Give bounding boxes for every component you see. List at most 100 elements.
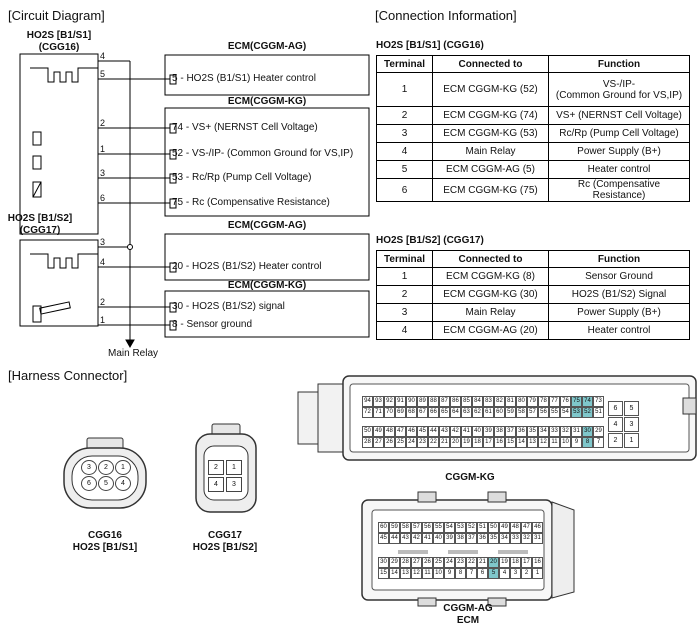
cggm-ag-pin: 28	[400, 557, 411, 568]
cggm-ag-pin: 3	[510, 568, 521, 579]
cgg16-pin: 4	[115, 476, 131, 491]
table-row: 2 ECM CGGM-KG (30) HO2S (B1/S2) Signal	[376, 285, 690, 304]
cell-connected: ECM CGGM-KG (53)	[432, 124, 549, 143]
cggm-kg-pin: 46	[406, 426, 417, 437]
wire-pin-s1-2: 2	[100, 118, 106, 128]
table-row: 3 Main Relay Power Supply (B+)	[376, 303, 690, 322]
cggm-kg-pin: 81	[505, 396, 516, 407]
cggm-ag-pin: 11	[422, 568, 433, 579]
cggm-ag-label-code: CGGM-AG	[443, 603, 493, 614]
wire-pin-s2-3: 3	[100, 237, 106, 247]
cggm-kg-pin: 40	[472, 426, 483, 437]
ecm-kg-box-2	[164, 290, 370, 338]
cggm-ag-pin: 25	[433, 557, 444, 568]
cggm-ag-pin: 35	[488, 533, 499, 544]
ho2s-b1s2-box	[19, 239, 99, 327]
signal-heater-s2: 20 - HO2S (B1/S2) Heater control	[172, 261, 322, 272]
cggm-ag-pin: 1	[532, 568, 543, 579]
signal-sensor-ground: 8 - Sensor ground	[172, 319, 253, 330]
cggm-ag-pin: 7	[466, 568, 477, 579]
table-header-row: Terminal Connected to Function	[376, 55, 690, 73]
header-connected-to: Connected to	[432, 55, 549, 73]
cggm-kg-pin: 23	[417, 437, 428, 448]
cggm-ag-pin: 49	[499, 522, 510, 533]
cggm-kg-pin: 26	[384, 437, 395, 448]
heater-s2-symbol	[30, 253, 98, 269]
signal-rc: 75 - Rc (Compensative Resistance)	[172, 197, 330, 208]
ecm-ag-box-1	[164, 54, 370, 96]
table-row: 2 ECM CGGM-KG (74) VS+ (NERNST Cell Volt…	[376, 106, 690, 125]
cgg16-label: CGG16 HO2S [B1/S1]	[55, 530, 155, 554]
cggm-kg-pin: 70	[384, 407, 395, 418]
cggm-kg-pin: 27	[373, 437, 384, 448]
ecm-kg-box-1	[164, 107, 370, 217]
cgg17-subtitle: (CGG17)	[19, 225, 61, 236]
cggm-kg-pin: 73	[593, 396, 604, 407]
table-row: 6 ECM CGGM-KG (75) Rc (Compensative Resi…	[376, 178, 690, 202]
cggm-kg-pin: 7	[593, 437, 604, 448]
cggm-kg-pin: 87	[439, 396, 450, 407]
cggm-ag-pin: 31	[532, 533, 543, 544]
cggm-kg-pin: 61	[483, 407, 494, 418]
cggm-kg-pin: 43	[439, 426, 450, 437]
ecm-ag-title-2: ECM(CGGM-AG)	[227, 220, 307, 231]
cggm-kg-pin: 90	[406, 396, 417, 407]
cggm-kg-pin: 17	[483, 437, 494, 448]
cell-function-line2: (Common Ground for VS,IP)	[555, 89, 683, 101]
cggm-ag-pin: 20	[488, 557, 499, 568]
cell-terminal: 1	[376, 72, 433, 107]
cggm-kg-pin: 48	[384, 426, 395, 437]
table-row: 4 ECM CGGM-AG (20) Heater control	[376, 321, 690, 340]
cggm-ag-pin: 10	[433, 568, 444, 579]
cggm-kg-pin: 21	[439, 437, 450, 448]
cggm-kg-pin: 67	[417, 407, 428, 418]
cggm-kg-pin: 8	[582, 437, 593, 448]
cggm-kg-pin: 59	[505, 407, 516, 418]
cggm-kg-side-pin: 6	[608, 401, 623, 416]
header-function: Function	[548, 250, 690, 268]
cggm-ag-pin: 51	[477, 522, 488, 533]
cgg16-pin-block: 3 2 1 6 5 4	[80, 460, 132, 491]
cell-function-line1: VS-/IP-	[602, 78, 636, 90]
cggm-ag-pin: 44	[389, 533, 400, 544]
cggm-kg-pin: 50	[362, 426, 373, 437]
ho2s-b1s2-title: HO2S [B1/S2] (CGG17)	[0, 213, 80, 237]
cggm-ag-pin: 14	[389, 568, 400, 579]
cell-connected: ECM CGGM-KG (52)	[432, 72, 549, 107]
cell-function: Heater control	[548, 321, 690, 340]
cggm-kg-pin: 11	[549, 437, 560, 448]
cggm-kg-pin: 80	[516, 396, 527, 407]
cggm-kg-pin: 49	[373, 426, 384, 437]
cell-function: VS-/IP-(Common Ground for VS,IP)	[548, 72, 690, 107]
cggm-kg-side-pin: 3	[624, 417, 639, 432]
cggm-kg-pin: 13	[527, 437, 538, 448]
cggm-kg-pin: 18	[472, 437, 483, 448]
cggm-ag-pin: 4	[499, 568, 510, 579]
cggm-kg-pin: 74	[582, 396, 593, 407]
cggm-ag-pin: 50	[488, 522, 499, 533]
cell-connected: ECM CGGM-KG (8)	[432, 267, 549, 286]
ho2s-b1s1-title: HO2S [B1/S1] (CGG16)	[20, 30, 98, 54]
cell-terminal: 5	[376, 160, 433, 179]
harness-heading: [Harness Connector]	[8, 368, 128, 383]
table-row: 4 Main Relay Power Supply (B+)	[376, 142, 690, 161]
cgg16-title: HO2S [B1/S1]	[26, 30, 92, 41]
cggm-kg-pin: 35	[527, 426, 538, 437]
s2-resistor-symbol	[39, 301, 71, 315]
cggm-ag-pin: 6	[477, 568, 488, 579]
cggm-kg-pin: 76	[560, 396, 571, 407]
cggm-kg-pin: 28	[362, 437, 373, 448]
cggm-kg-side-pin: 5	[624, 401, 639, 416]
cggm-kg-pin: 34	[538, 426, 549, 437]
cell-function: Power Supply (B+)	[548, 142, 690, 161]
header-connected-to: Connected to	[432, 250, 549, 268]
cggm-ag-pin: 39	[444, 533, 455, 544]
cggm-kg-pin: 85	[461, 396, 472, 407]
heater-s1-symbol	[30, 67, 98, 83]
cggm-ag-pin: 34	[499, 533, 510, 544]
cell-function: Power Supply (B+)	[548, 303, 690, 322]
cggm-ag-pin: 60	[378, 522, 389, 533]
cggm-kg-pin: 83	[483, 396, 494, 407]
cggm-ag-pin: 17	[521, 557, 532, 568]
